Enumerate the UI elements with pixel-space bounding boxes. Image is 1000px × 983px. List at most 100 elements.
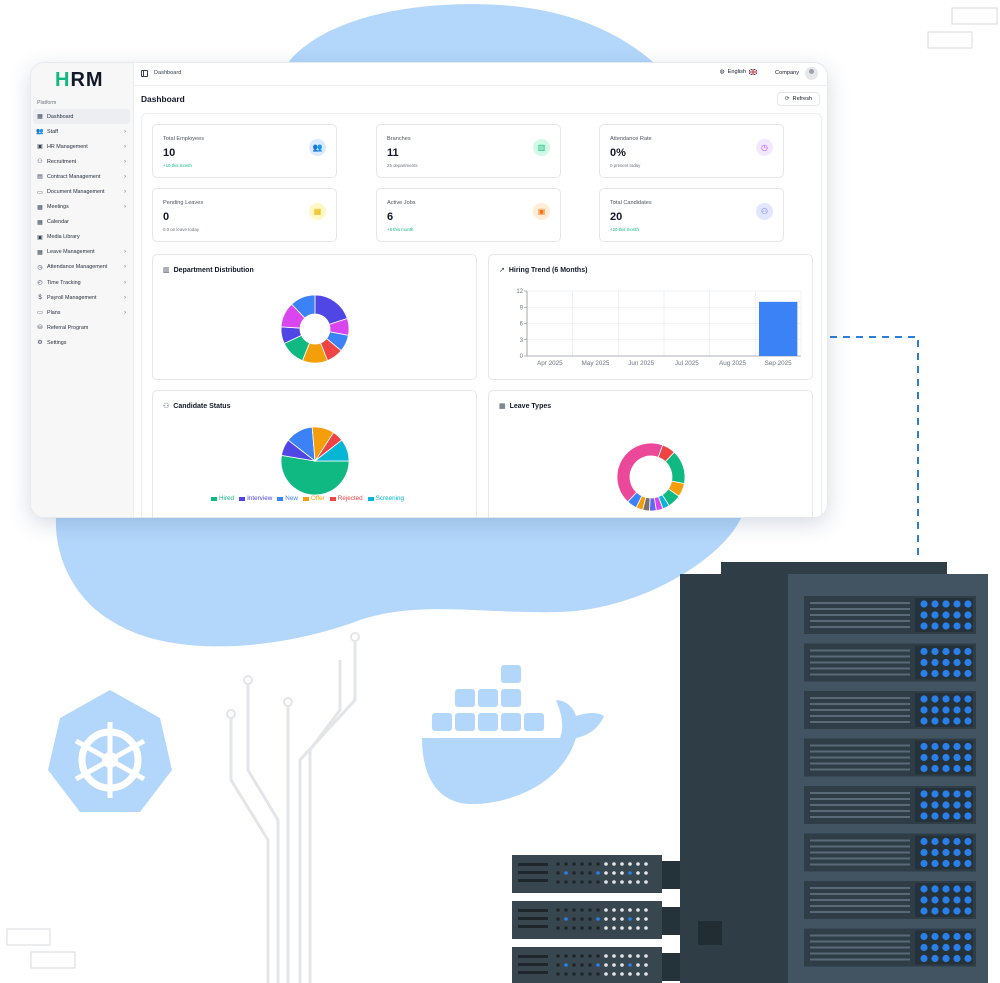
- calendar-icon: ▦: [37, 204, 43, 211]
- legend-item: Interview: [239, 495, 272, 502]
- sidebar-item-dashboard[interactable]: ▦Dashboard: [33, 109, 130, 125]
- legend-item: Rejected: [329, 495, 363, 502]
- panel-title: Candidate Status: [173, 402, 231, 410]
- sidebar-item-leave-management[interactable]: ▦Leave Management›: [33, 245, 130, 260]
- folder-icon: ▭: [37, 189, 43, 196]
- y-tick-label: 3: [520, 338, 524, 344]
- legend-item: Hired: [211, 495, 234, 502]
- uk-flag-icon: [749, 69, 757, 75]
- legend-item: Screening: [367, 495, 404, 502]
- gift-icon: ⛁: [37, 325, 43, 332]
- sidebar-item-hr-management[interactable]: ▣HR Management›: [33, 139, 130, 154]
- stat-value: 6: [387, 211, 394, 223]
- sidebar-item-contract-management[interactable]: ▤Contract Management›: [33, 169, 130, 184]
- sidebar-item-settings[interactable]: ⚙ Settings: [33, 335, 130, 350]
- x-tick-label: Aug 2025: [719, 360, 746, 367]
- legend-swatch: [211, 496, 217, 501]
- avatar[interactable]: [805, 67, 818, 80]
- sidebar-item-calendar[interactable]: ▦Calendar: [33, 215, 130, 230]
- refresh-button[interactable]: ⟳ Refresh: [777, 92, 820, 106]
- stat-label: Pending Leaves: [163, 200, 204, 206]
- sidebar-item-plans[interactable]: ▭Plans›: [33, 305, 130, 320]
- sidebar: HRM Platform ▦Dashboard👥Staff›▣HR Manage…: [31, 63, 134, 517]
- sidebar-item-referral-program[interactable]: ⛁ Referral Program: [33, 320, 130, 335]
- chevron-right-icon: ›: [124, 279, 126, 286]
- users-icon: 👥: [36, 129, 44, 136]
- company-menu[interactable]: Company: [775, 70, 799, 76]
- dollar-icon: $: [38, 294, 42, 301]
- legend-item: Offer: [302, 495, 325, 502]
- panel-title: Department Distribution: [173, 266, 254, 274]
- chevron-right-icon: ›: [124, 143, 126, 150]
- stat-label: Active Jobs: [387, 200, 416, 206]
- y-tick-label: 6: [520, 322, 524, 328]
- language-selector[interactable]: ◍ English: [720, 69, 757, 75]
- stat-subtext: +6 this month: [387, 227, 414, 232]
- legend-label: Hired: [219, 495, 235, 502]
- x-tick-label: Sep 2025: [765, 360, 792, 367]
- legend-swatch: [277, 496, 284, 501]
- sidebar-item-label: Plans: [47, 309, 61, 316]
- candidate-status-panel: ⚇Candidate Status Hired Interview New Offer…: [152, 390, 477, 517]
- department-distribution-panel: ▥Department Distribution: [152, 254, 477, 380]
- stat-value: 0%: [610, 147, 626, 159]
- pie-slice[interactable]: [280, 454, 350, 496]
- sidebar-item-attendance-management[interactable]: ◷Attendance Management›: [33, 260, 130, 275]
- clock-icon: ◷: [756, 139, 773, 156]
- stat-subtext: 0.0 on leave today: [163, 227, 199, 232]
- stat-subtext: 0 present today: [610, 163, 641, 168]
- refresh-icon: ⟳: [784, 96, 790, 102]
- legend-label: Rejected: [337, 495, 363, 502]
- deco-rect: [30, 951, 76, 969]
- x-tick-label: May 2025: [582, 360, 610, 367]
- chevron-right-icon: ›: [124, 128, 126, 135]
- user-plus-icon: ⚇: [163, 403, 170, 410]
- sidebar-item-label: Recruitment: [47, 158, 77, 165]
- sidebar-item-payroll-management[interactable]: $Payroll Management›: [33, 290, 130, 305]
- deco-rect: [951, 7, 998, 25]
- sidebar-item-staff[interactable]: 👥Staff›: [33, 124, 130, 139]
- chevron-right-icon: ›: [124, 173, 126, 180]
- small-servers: [512, 855, 680, 983]
- calendar-icon: ▦: [37, 219, 43, 226]
- stat-label: Total Employees: [163, 136, 205, 142]
- bar[interactable]: [758, 301, 798, 356]
- legend-swatch: [239, 496, 246, 501]
- y-tick-label: 9: [520, 305, 524, 311]
- timer-icon: ◴: [37, 280, 43, 287]
- sidebar-item-media-library[interactable]: ▣Media Library: [33, 230, 130, 245]
- legend-item: New: [277, 495, 298, 502]
- pie-slice[interactable]: [313, 439, 350, 462]
- panel-title: Hiring Trend (6 Months): [508, 266, 588, 274]
- stat-subtext: 25 departments: [387, 163, 418, 168]
- sidebar-item-time-tracking[interactable]: ◴ Time Tracking ›: [33, 275, 130, 290]
- legend-swatch: [302, 496, 309, 501]
- users-icon: 👥: [309, 139, 326, 156]
- sidebar-item-label: Settings: [47, 339, 67, 346]
- refresh-label: Refresh: [792, 96, 813, 102]
- image-icon: ▣: [37, 234, 43, 241]
- legend-label: Offer: [310, 495, 325, 502]
- stat-subtext: +10 this month: [163, 163, 192, 168]
- sidebar-item-label: Time Tracking: [47, 279, 81, 286]
- pie-slice[interactable]: [291, 294, 316, 319]
- sidebar-item-label: Referral Program: [47, 324, 89, 331]
- sidebar-item-meetings[interactable]: ▦Meetings›: [33, 200, 130, 215]
- dashed-connector: [830, 336, 919, 560]
- file-icon: ▤: [37, 174, 43, 181]
- sidebar-toggle-icon[interactable]: [141, 70, 148, 77]
- sidebar-item-document-management[interactable]: ▭Document Management›: [33, 184, 130, 199]
- logo: HRM: [55, 69, 104, 91]
- sidebar-item-recruitment[interactable]: ⚇Recruitment›: [33, 154, 130, 169]
- gear-icon: ⚙: [37, 340, 43, 347]
- pie-slice[interactable]: [616, 442, 664, 503]
- dashboard-window: HRM Platform ▦Dashboard👥Staff›▣HR Manage…: [30, 62, 828, 518]
